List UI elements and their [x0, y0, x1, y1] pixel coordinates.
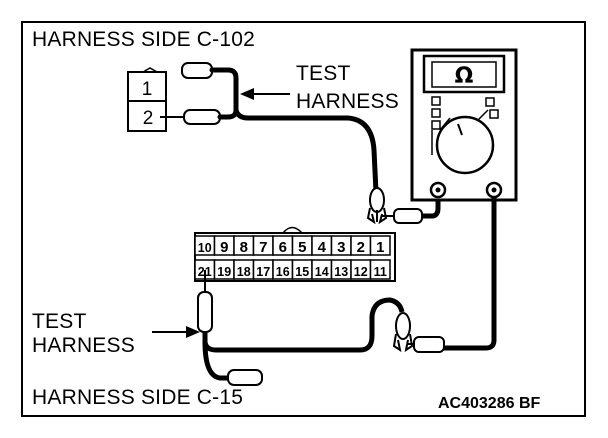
- test-harness-label-top-line2: HARNESS: [296, 90, 399, 113]
- c15-pin-label-1: 1: [376, 239, 384, 256]
- c15-pin-label-3: 3: [337, 239, 345, 256]
- connector-c102: 1 2: [127, 67, 167, 132]
- c15-pin-label-18: 18: [237, 265, 251, 279]
- multimeter: Ω: [410, 48, 518, 202]
- c15-pin-label-16: 16: [276, 265, 290, 279]
- bottom-harness-title: HARNESS SIDE C-15: [32, 386, 244, 409]
- c15-pin-label-7: 7: [259, 239, 267, 256]
- meter-button: [431, 96, 441, 106]
- top-harness-title: HARNESS SIDE C-102: [32, 28, 256, 51]
- alligator-clip-top: [366, 187, 388, 225]
- test-harness-wire-top: [209, 67, 379, 195]
- figure-frame: [21, 21, 586, 417]
- c15-pin-label-4: 4: [318, 239, 327, 256]
- c15-pin-label-19: 19: [217, 265, 231, 279]
- meter-lead-probe-top: [382, 192, 441, 224]
- c15-pin-label-17: 17: [256, 265, 270, 279]
- connector-latch: [282, 226, 303, 234]
- range-selector-dial: [435, 115, 495, 175]
- pin-1-label: 1: [142, 79, 153, 100]
- c15-pin-label-10: 10: [198, 241, 212, 255]
- ohm-symbol-icon: Ω: [455, 64, 474, 89]
- c15-pin-cell: [369, 259, 391, 280]
- connector-c15: 1098765432121191817161514131211: [194, 226, 396, 282]
- c15-pin-label-12: 12: [354, 265, 368, 279]
- unused-clip-top: [181, 62, 213, 79]
- c15-pin-label-8: 8: [240, 239, 248, 256]
- c15-pin-label-14: 14: [315, 265, 329, 279]
- c15-pin-label-2: 2: [357, 239, 365, 256]
- c15-pin-label-9: 9: [220, 239, 228, 256]
- probe-pin21: [197, 270, 213, 333]
- test-harness-arrow-left: [152, 326, 200, 338]
- test-harness-label-left-line1: TEST: [32, 310, 87, 333]
- meter-lead-probe-bottom: [408, 336, 445, 353]
- unused-clip-bottom: [227, 369, 263, 386]
- connector-c102-upper: [127, 71, 167, 102]
- c15-pin-cell: [369, 235, 391, 256]
- meter-button: [489, 109, 499, 119]
- test-harness-label-left-line2: HARNESS: [32, 334, 135, 357]
- meter-lead-right: [440, 197, 497, 351]
- c15-pin-label-5: 5: [298, 239, 306, 256]
- meter-button: [431, 108, 441, 118]
- c15-pin-label-15: 15: [295, 265, 309, 279]
- pin-2-label: 2: [143, 108, 154, 129]
- c15-pin-label-6: 6: [279, 239, 287, 256]
- figure-code: AC403286 BF: [438, 395, 541, 412]
- test-harness-label-top-line1: TEST: [296, 62, 351, 85]
- test-harness-arrow-top: [240, 88, 290, 100]
- meter-button: [485, 97, 495, 107]
- c15-pin-label-11: 11: [374, 265, 387, 279]
- meter-button: [431, 120, 441, 130]
- test-harness-wire-bottom: [202, 297, 405, 353]
- alligator-clip-bottom: [392, 312, 414, 353]
- probe-pin2: [160, 109, 221, 125]
- c15-pin-label-13: 13: [334, 265, 348, 279]
